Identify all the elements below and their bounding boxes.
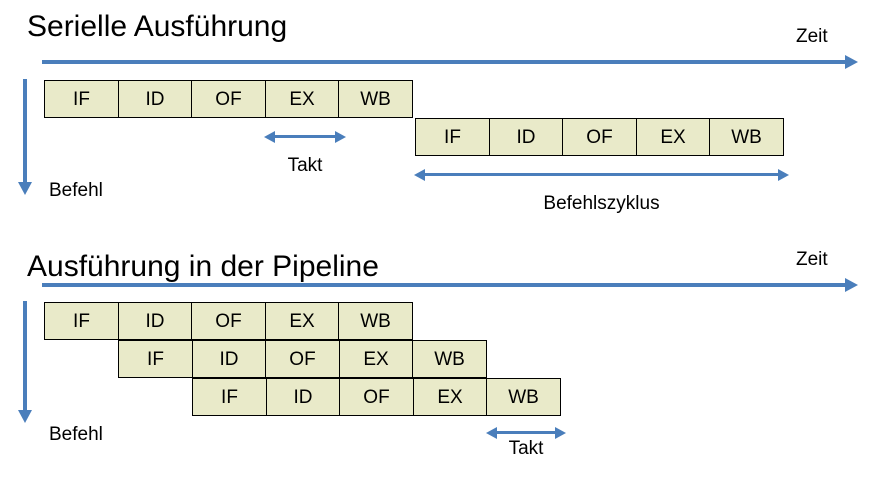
stage-box: ID xyxy=(488,118,564,156)
stage-box: WB xyxy=(709,118,784,156)
pipeline-befehl-axis-arrowhead-icon xyxy=(18,410,32,423)
arrowhead-left-icon xyxy=(486,427,497,439)
stage-box: EX xyxy=(412,378,488,416)
pipeline-befehl-axis-shaft xyxy=(23,301,27,412)
stage-box: OF xyxy=(562,118,637,156)
stage-box: OF xyxy=(339,378,414,416)
pipeline-takt-label: Takt xyxy=(508,438,544,459)
stage-box: ID xyxy=(265,378,341,416)
measure-shaft xyxy=(495,431,557,434)
serial-befehl-axis-shaft xyxy=(23,79,27,184)
arrowhead-right-icon xyxy=(335,131,346,143)
pipeline-time-axis-arrowhead-icon xyxy=(845,278,858,292)
stage-box: EX xyxy=(264,80,340,118)
serial-instruction-row-1: IF ID OF EX WB xyxy=(44,80,413,118)
stage-box: ID xyxy=(191,340,267,378)
stage-box: WB xyxy=(412,340,487,378)
serial-time-axis-label: Zeit xyxy=(796,26,828,47)
arrowhead-right-icon xyxy=(555,427,566,439)
pipeline-instruction-row-3: IF ID OF EX WB xyxy=(192,378,561,416)
pipeline-befehl-label: Befehl xyxy=(49,424,103,445)
pipeline-instruction-row-2: IF ID OF EX WB xyxy=(118,340,487,378)
stage-box: WB xyxy=(338,80,413,118)
serial-execution-section: Serielle Ausführung Zeit Befehl IF ID OF… xyxy=(0,0,887,240)
stage-box: WB xyxy=(338,302,413,340)
stage-box: IF xyxy=(192,378,267,416)
pipeline-time-axis-label: Zeit xyxy=(796,249,828,270)
stage-box: EX xyxy=(635,118,711,156)
serial-takt-label: Takt xyxy=(287,155,323,176)
serial-befehl-axis-arrowhead-icon xyxy=(18,182,32,195)
pipeline-instruction-row-1: IF ID OF EX WB xyxy=(44,302,413,340)
stage-box: EX xyxy=(338,340,414,378)
arrowhead-left-icon xyxy=(414,169,425,181)
stage-box: IF xyxy=(44,302,119,340)
stage-box: OF xyxy=(191,80,266,118)
measure-shaft xyxy=(273,135,337,138)
stage-box: IF xyxy=(44,80,119,118)
stage-box: WB xyxy=(486,378,561,416)
stage-box: IF xyxy=(415,118,490,156)
stage-box: ID xyxy=(117,302,193,340)
stage-box: ID xyxy=(117,80,193,118)
pipeline-section-title: Ausführung in der Pipeline xyxy=(27,250,379,283)
serial-befehlszyklus-measure-arrow xyxy=(414,169,789,181)
stage-box: OF xyxy=(191,302,266,340)
serial-time-axis-shaft xyxy=(42,60,847,64)
serial-time-axis xyxy=(42,55,858,69)
pipeline-execution-section: Ausführung in der Pipeline Zeit Befehl I… xyxy=(0,240,887,483)
serial-instruction-row-2: IF ID OF EX WB xyxy=(415,118,784,156)
serial-section-title: Serielle Ausführung xyxy=(27,10,288,43)
pipeline-takt-measure-arrow xyxy=(486,427,566,439)
serial-befehlszyklus-label: Befehlszyklus xyxy=(543,193,660,214)
arrowhead-left-icon xyxy=(264,131,275,143)
arrowhead-right-icon xyxy=(778,169,789,181)
measure-shaft xyxy=(423,173,780,176)
stage-box: OF xyxy=(265,340,340,378)
stage-box: EX xyxy=(264,302,340,340)
pipeline-befehl-axis xyxy=(18,301,32,423)
pipeline-time-axis xyxy=(42,278,858,292)
serial-time-axis-arrowhead-icon xyxy=(845,55,858,69)
serial-befehl-axis xyxy=(18,79,32,195)
stage-box: IF xyxy=(118,340,193,378)
pipeline-time-axis-shaft xyxy=(42,283,847,287)
serial-takt-measure-arrow xyxy=(264,131,346,143)
serial-befehl-label: Befehl xyxy=(49,180,103,201)
